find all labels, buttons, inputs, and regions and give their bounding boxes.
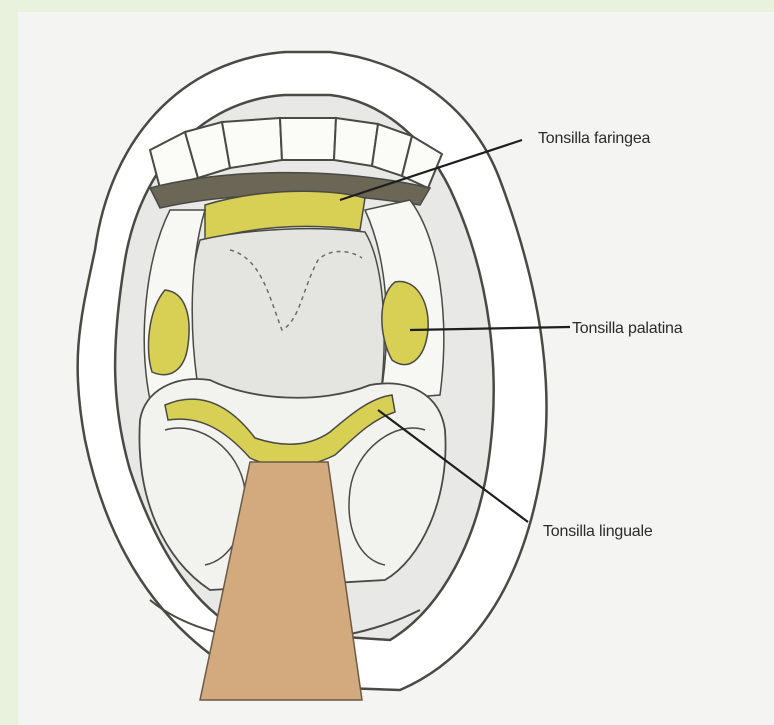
label-pharyngeal-tonsil: Tonsilla faringea — [538, 130, 650, 148]
label-lingual-tonsil: Tonsilla linguale — [543, 523, 653, 541]
label-palatine-tonsil: Tonsilla palatina — [572, 320, 682, 338]
